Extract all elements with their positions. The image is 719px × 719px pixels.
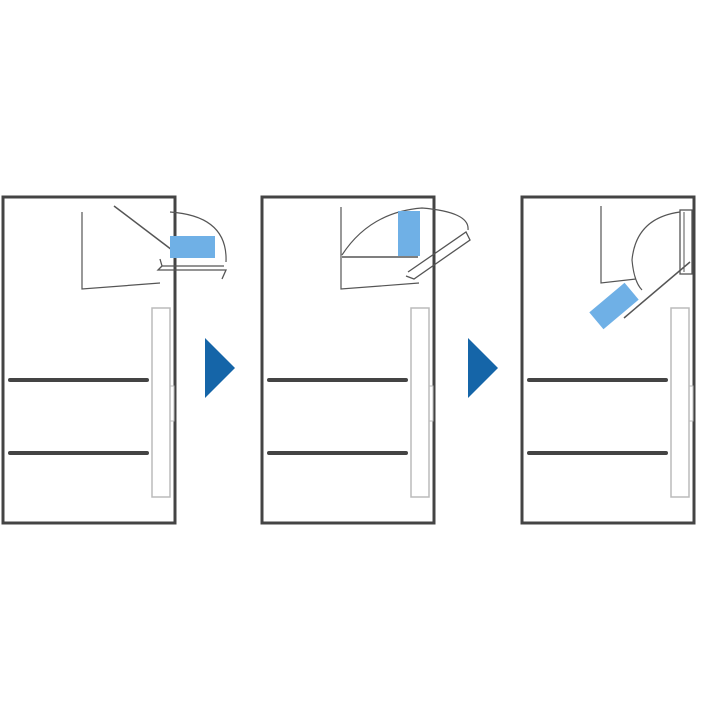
stored-item — [589, 282, 639, 330]
compartment-wall — [600, 206, 637, 284]
stored-item — [170, 236, 215, 258]
shelf-tray — [156, 258, 228, 280]
door-pocket — [151, 307, 171, 498]
shelf-arc — [341, 207, 469, 256]
step-1-fridge — [1, 195, 228, 525]
door-pocket — [670, 307, 690, 498]
flip-shelf-folded — [589, 209, 693, 330]
fridge-body — [260, 195, 436, 525]
step-2-fridge — [260, 195, 471, 525]
compartment-wall — [340, 207, 420, 290]
compartment-wall — [81, 212, 161, 290]
stored-item — [398, 211, 420, 256]
door-handle — [688, 385, 694, 422]
step-arrow-icon — [205, 338, 235, 398]
door-pocket — [410, 307, 430, 498]
shelf-arc — [169, 211, 227, 263]
fridge-body — [520, 195, 696, 525]
shelf-tray — [679, 209, 693, 275]
flip-shelf-closed — [113, 205, 228, 280]
flip-shelf-tilting — [341, 207, 471, 280]
shelf-arm — [623, 261, 691, 319]
shelf-arc — [631, 211, 681, 291]
step-arrow-icon — [468, 338, 498, 398]
shelf-arm — [113, 205, 173, 251]
door-handle — [428, 385, 434, 422]
door-handle — [169, 385, 175, 422]
fridge-body — [1, 195, 177, 525]
step-3-fridge — [520, 195, 696, 525]
shelf-tray — [405, 231, 471, 280]
